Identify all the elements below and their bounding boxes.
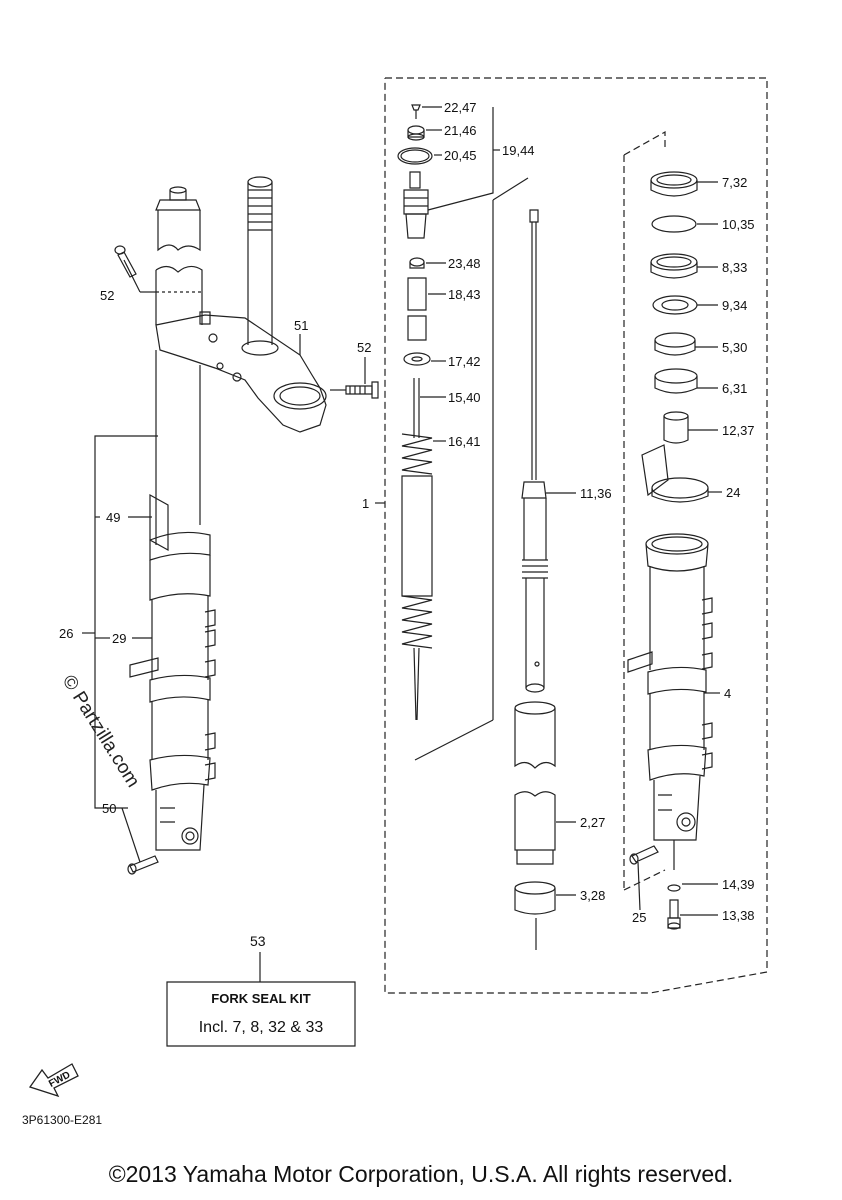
callout-4: 4 [724,686,731,701]
fork-seal-kit-title: FORK SEAL KIT [211,991,310,1006]
callout-24: 24 [726,485,740,500]
callout-26: 26 [59,626,73,641]
callout-23-48: 23,48 [448,256,481,271]
damper-parts [398,105,555,914]
callout-51: 51 [294,318,308,333]
callout-29: 29 [112,631,126,646]
right-column-bracket [624,132,665,155]
callout-5-30: 5,30 [722,340,747,355]
callout-10-35: 10,35 [722,217,755,232]
callout-53: 53 [250,933,266,949]
callout-11-36: 11,36 [580,486,612,501]
callout-8-33: 8,33 [722,260,747,275]
callout-2-27: 2,27 [580,815,605,830]
callout-20-45: 20,45 [444,148,477,163]
callout-50: 50 [102,801,116,816]
callout-52-left: 52 [100,288,114,303]
fork-seal-kit-contents: Incl. 7, 8, 32 & 33 [199,1019,324,1036]
callout-17-42: 17,42 [448,354,481,369]
callout-6-31: 6,31 [722,381,747,396]
assembly-boundary [385,78,767,993]
callout-14-39: 14,39 [722,877,755,892]
callout-9-34: 9,34 [722,298,747,313]
seal-parts [628,172,712,929]
callout-49: 49 [106,510,120,525]
fwd-arrow-icon [30,1064,78,1096]
callout-16-41: 16,41 [448,434,481,449]
copyright-notice: ©2013 Yamaha Motor Corporation, U.S.A. A… [108,1161,734,1187]
callout-12-37: 12,37 [722,423,755,438]
callout-19-44: 19,44 [502,143,535,158]
callout-3-28: 3,28 [580,888,605,903]
fwd-label: FWD [47,1070,72,1090]
callout-7-32: 7,32 [722,175,747,190]
callout-21-46: 21,46 [444,123,477,138]
callout-15-40: 15,40 [448,390,481,405]
callout-22-47: 22,47 [444,100,477,115]
callout-13-38: 13,38 [722,908,755,923]
callout-1: 1 [362,496,369,511]
watermark: © Partzilla.com [58,672,144,792]
callout-52-right: 52 [357,340,371,355]
right-column-bracket-bottom [624,870,665,890]
callout-25: 25 [632,910,646,925]
fork-seal-kit-box [167,982,355,1046]
callout-18-43: 18,43 [448,287,481,302]
left-fork-assembly [115,177,378,874]
diagram-code: 3P61300-E281 [22,1113,102,1127]
